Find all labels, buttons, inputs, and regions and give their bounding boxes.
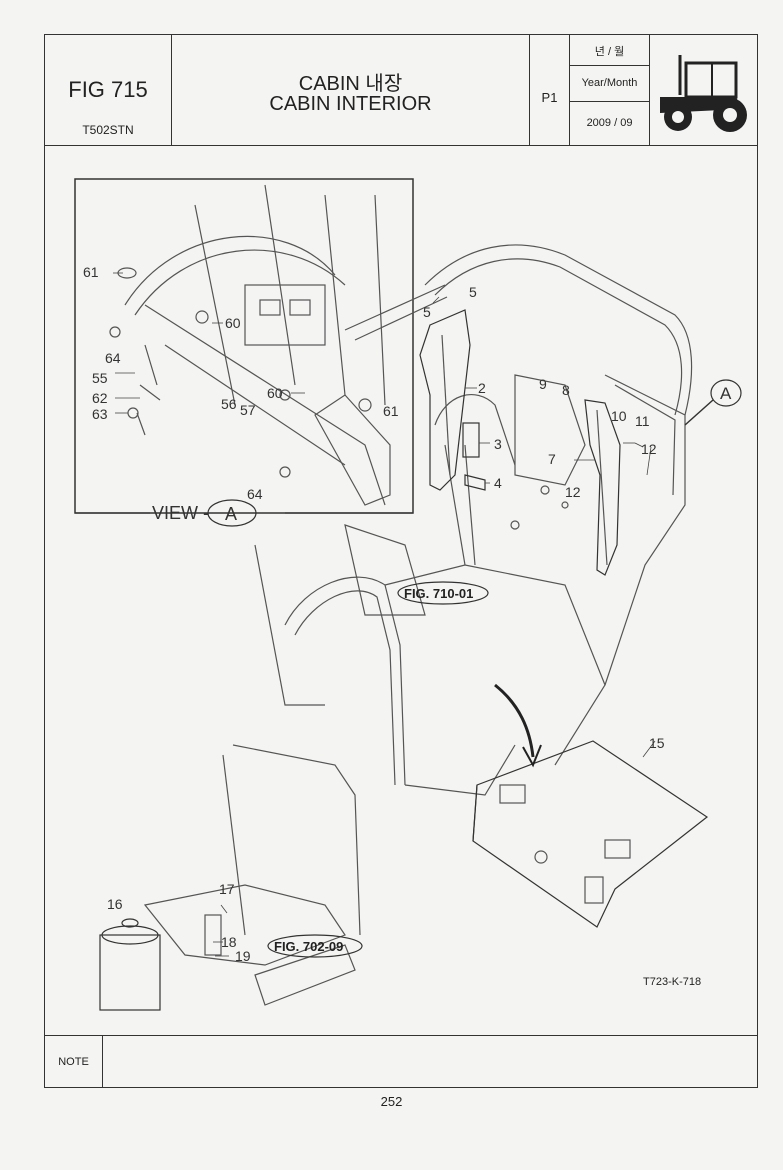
model-code: T502STN bbox=[82, 123, 134, 137]
seat-bracket bbox=[143, 744, 361, 1006]
parts-diagram: 61 60 64 55 62 63 56 57 60 61 64 5 5 2 3… bbox=[45, 145, 757, 1035]
date-divider-1 bbox=[570, 65, 649, 66]
reservoir-16 bbox=[99, 918, 161, 1011]
part-label-11: 11 bbox=[635, 413, 650, 429]
fig-702-oval bbox=[267, 934, 363, 958]
part-label-10: 10 bbox=[611, 408, 627, 424]
pillar-trim-7 bbox=[584, 399, 621, 576]
date-divider-2 bbox=[570, 101, 649, 102]
tractor-icon bbox=[660, 55, 747, 132]
fig-710-oval bbox=[397, 581, 489, 605]
floor-plate-15 bbox=[472, 740, 709, 928]
part-label-63: 63 bbox=[92, 406, 108, 422]
part-label-12a: 12 bbox=[641, 441, 657, 457]
part-4 bbox=[464, 474, 486, 491]
note-label: NOTE bbox=[45, 1036, 103, 1088]
part-label-61b: 61 bbox=[383, 403, 399, 419]
part-label-61: 61 bbox=[83, 264, 99, 280]
part-label-8: 8 bbox=[562, 382, 570, 398]
cabin-frame bbox=[254, 244, 693, 796]
drawing-code: T723-K-718 bbox=[643, 976, 701, 988]
arrow-to-floor bbox=[494, 683, 535, 758]
part-label-60b: 60 bbox=[267, 385, 283, 401]
document-frame: FIG 715 T502STN CABIN 내장 CABIN INTERIOR … bbox=[44, 34, 758, 1088]
title-english: CABIN INTERIOR bbox=[269, 93, 432, 115]
title-cell: CABIN 내장 CABIN INTERIOR bbox=[172, 35, 530, 145]
part-label-18: 18 bbox=[221, 934, 237, 950]
part-label-64: 64 bbox=[105, 350, 121, 366]
date-cell: 년 / 월 Year/Month 2009 / 09 bbox=[570, 35, 650, 145]
fig-702-ref: FIG. 702-09 bbox=[274, 939, 343, 954]
view-letter: A bbox=[225, 504, 237, 524]
page-code-cell: P1 bbox=[530, 35, 570, 145]
part-label-56: 56 bbox=[221, 396, 237, 412]
part-label-5a: 5 bbox=[423, 304, 431, 320]
fig-710-ref: FIG. 710-01 bbox=[404, 586, 473, 601]
part-label-4: 4 bbox=[494, 475, 502, 491]
page-code: P1 bbox=[541, 90, 558, 105]
page-number: 252 bbox=[380, 1094, 403, 1109]
part-label-60: 60 bbox=[225, 315, 241, 331]
year-month-label: Year/Month bbox=[581, 77, 638, 89]
part-label-5b: 5 bbox=[469, 284, 477, 300]
part-label-55: 55 bbox=[92, 370, 108, 386]
part-3-plate bbox=[462, 422, 480, 458]
part-label-17: 17 bbox=[219, 881, 235, 897]
part-label-62: 62 bbox=[92, 390, 108, 406]
view-a-detail bbox=[74, 178, 414, 527]
part-label-19: 19 bbox=[235, 948, 251, 964]
part-label-57: 57 bbox=[240, 402, 256, 418]
fig-number: FIG 715 bbox=[68, 77, 148, 102]
part-label-7: 7 bbox=[548, 451, 556, 467]
part-label-15: 15 bbox=[649, 735, 665, 751]
exploded-view: 61 60 64 55 62 63 56 57 60 61 64 5 5 2 3… bbox=[74, 178, 742, 1011]
part-label-2: 2 bbox=[478, 380, 486, 396]
note-row: NOTE bbox=[45, 1035, 757, 1088]
callout-letter: A bbox=[720, 384, 732, 403]
part-label-9: 9 bbox=[539, 376, 547, 392]
part-label-3: 3 bbox=[494, 436, 502, 452]
part-label-12b: 12 bbox=[565, 484, 581, 500]
fig-cell: FIG 715 T502STN bbox=[45, 35, 172, 145]
title-korean: CABIN 내장 bbox=[298, 73, 403, 95]
title-block: FIG 715 T502STN CABIN 내장 CABIN INTERIOR … bbox=[45, 35, 757, 146]
year-month-korean: 년 / 월 bbox=[594, 46, 625, 58]
logo-cell bbox=[650, 35, 759, 145]
pillar-trim-2 bbox=[419, 309, 471, 491]
part-label-64b: 64 bbox=[247, 486, 263, 502]
part-label-16: 16 bbox=[107, 896, 123, 912]
callout-a-circle bbox=[710, 379, 742, 407]
date-value: 2009 / 09 bbox=[586, 117, 633, 129]
view-label: VIEW - bbox=[152, 503, 209, 523]
